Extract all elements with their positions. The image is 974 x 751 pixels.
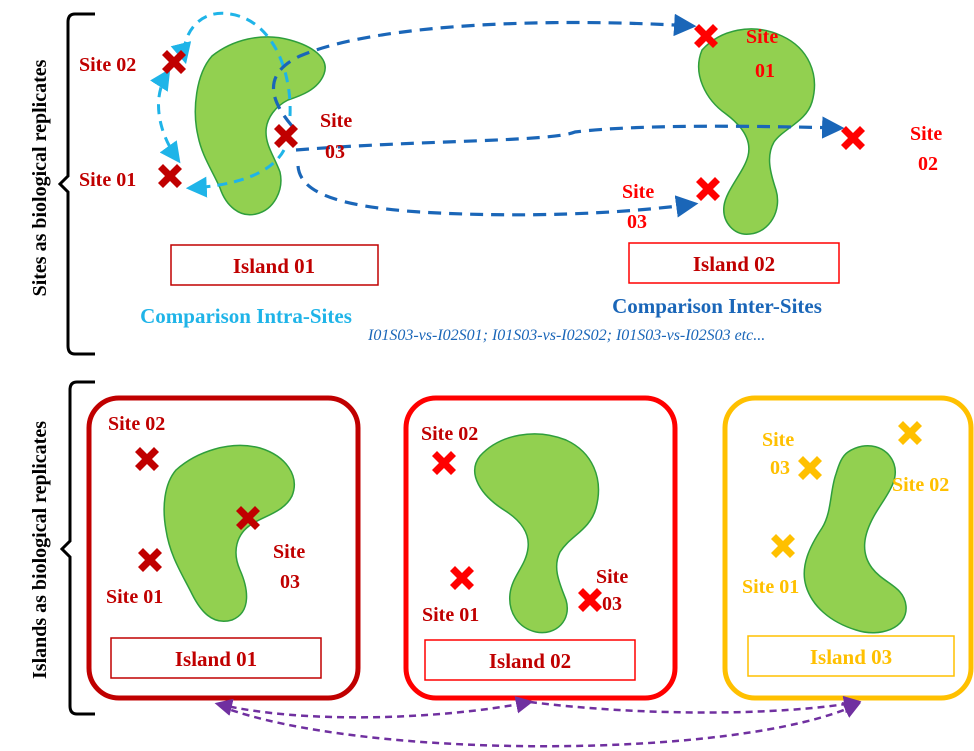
label-i01-site02: Site 02 <box>79 54 136 76</box>
side-label-islands: Islands as biological replicates <box>29 421 51 679</box>
intra-site-arrows <box>150 11 292 198</box>
inter-island-arrows <box>214 695 862 748</box>
arrow-site03-to-site02 <box>170 11 292 117</box>
site-marker-i01-s01 <box>158 164 182 188</box>
label-i01-site01: Site 01 <box>79 169 136 191</box>
top-brace <box>57 12 95 356</box>
arrow-i01s03-to-i02s03 <box>296 165 699 218</box>
card3-label-site03-b: 03 <box>770 457 790 479</box>
site-marker-i02-s01 <box>694 24 718 48</box>
inter-site-arrows <box>272 13 845 218</box>
card1-title: Island 01 <box>175 647 257 671</box>
island-01-card-shape <box>163 444 295 623</box>
card1-label-site03-a: Site <box>273 541 305 563</box>
card2-title-box <box>424 639 636 681</box>
island-02-card: Site 02 Site 01 Site 03 Island 02 <box>403 395 678 701</box>
arrow-i01s03-to-i02s02 <box>295 116 845 152</box>
card2-label-site03-a: Site <box>596 566 628 588</box>
island-03-card-shape <box>803 445 907 634</box>
island-01-label: Island 01 <box>233 254 315 278</box>
card1-label-site02: Site 02 <box>108 413 165 435</box>
intra-sites-caption: Comparison Intra-Sites <box>140 304 352 328</box>
arrow-island02-to-island03 <box>529 695 862 714</box>
card3-label-site02: Site 02 <box>892 474 949 496</box>
label-i02-site03-b: 03 <box>627 211 647 233</box>
label-i02-site01-b: 01 <box>755 60 775 82</box>
island-01-label-box <box>170 244 379 286</box>
arrow-site03-to-site01 <box>185 149 286 198</box>
bottom-brace <box>59 380 95 716</box>
card2-label-site01: Site 01 <box>422 604 479 626</box>
island-02-card-shape <box>474 433 600 634</box>
island-01-card: Site 02 Site 03 Site 01 Island 01 <box>86 395 361 701</box>
site-marker-i02-s02 <box>841 126 865 150</box>
label-i02-site02-b: 02 <box>918 153 938 175</box>
label-i02-site03-a: Site <box>622 181 654 203</box>
card2-label-site02: Site 02 <box>421 423 478 445</box>
site-marker-i01-s02 <box>162 50 186 74</box>
card1-label-site03-b: 03 <box>280 571 300 593</box>
inter-sites-examples: I01S03-vs-I02S01; I01S03-vs-I02S02; I01S… <box>367 327 765 344</box>
inter-sites-caption: Comparison Inter-Sites <box>612 294 822 318</box>
card2-title: Island 02 <box>489 649 571 673</box>
site-marker-i02-s03 <box>696 177 720 201</box>
island-02-label-box <box>628 242 840 284</box>
label-i02-site02-a: Site <box>910 123 942 145</box>
island-02-shape <box>697 28 816 235</box>
island-01-shape <box>194 36 326 216</box>
arrow-i01s03-to-i02s01 <box>272 13 697 128</box>
card2-label-site03-b: 03 <box>602 593 622 615</box>
island-02-label: Island 02 <box>693 252 775 276</box>
site-marker-i01-s03 <box>274 124 298 148</box>
side-label-sites: Sites as biological replicates <box>29 59 51 296</box>
label-i01-site03-a: Site <box>320 110 352 132</box>
card3-label-site03-a: Site <box>762 429 794 451</box>
card1-label-site01: Site 01 <box>106 586 163 608</box>
arrow-island01-to-island02 <box>214 696 534 719</box>
arrow-island01-to-island03 <box>219 702 862 748</box>
island-03-card: Site 03 Site 02 Site 01 Island 03 <box>722 395 974 701</box>
card1-title-box <box>110 637 322 679</box>
card3-title-box <box>747 635 955 677</box>
card3-label-site01: Site 01 <box>742 576 799 598</box>
label-i02-site01-a: Site <box>746 26 778 48</box>
card3-title: Island 03 <box>810 645 892 669</box>
arrow-site02-to-site01 <box>150 68 181 164</box>
label-i01-site03-b: 03 <box>325 141 345 163</box>
